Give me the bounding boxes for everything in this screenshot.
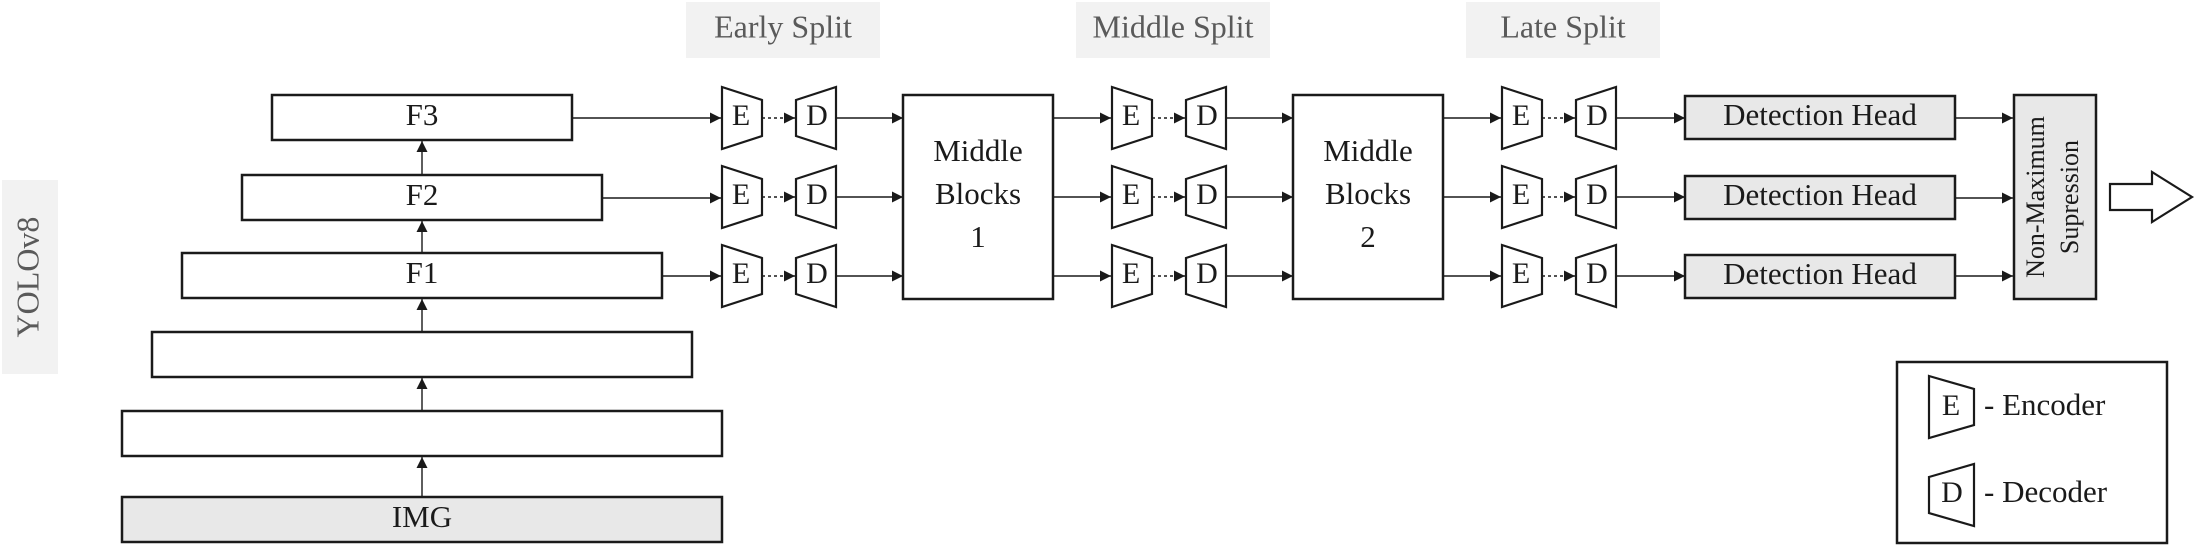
legend-encoder-glyph: E bbox=[1942, 389, 1960, 422]
encoder-icon bbox=[1500, 85, 1544, 151]
encoder-icon bbox=[1500, 164, 1544, 230]
backbone-layer-2 bbox=[150, 330, 694, 379]
f1-label: F1 bbox=[406, 255, 439, 290]
img-label: IMG bbox=[392, 499, 452, 534]
encoder-decoder-pairs: E D E D E D E D E D E D E D E D E D bbox=[720, 85, 1685, 309]
decoder-icon bbox=[1184, 164, 1228, 230]
nms-label-line-1: Non-Maximum bbox=[2021, 116, 2050, 278]
f3-label: F3 bbox=[406, 97, 439, 132]
middle-blocks-2-line-1: Middle bbox=[1323, 133, 1413, 168]
middle-blocks-1-line-1: Middle bbox=[933, 133, 1023, 168]
encoder-icon bbox=[1110, 164, 1154, 230]
detection-heads: Detection Head Detection Head Detection … bbox=[1683, 94, 2013, 300]
backbone-layer-1 bbox=[120, 409, 724, 458]
middle-split-label: Middle Split bbox=[1093, 8, 1254, 44]
img-block bbox=[120, 495, 724, 544]
encoder-glyph: E bbox=[1512, 178, 1530, 211]
encoder-icon bbox=[720, 164, 764, 230]
middle-split-tag: Middle Split bbox=[1076, 2, 1270, 58]
decoder-glyph: D bbox=[806, 257, 828, 290]
encoder-glyph: E bbox=[1122, 178, 1140, 211]
output-arrow-icon bbox=[2108, 170, 2195, 224]
backbone: IMG F1 F2 F3 bbox=[120, 93, 724, 544]
encoder-glyph: E bbox=[1512, 257, 1530, 290]
nms-block: Non-Maximum Supression bbox=[2012, 93, 2098, 301]
nms-label-line-2: Supression bbox=[2055, 140, 2084, 254]
middle-blocks-1: Middle Blocks 1 bbox=[901, 93, 1055, 301]
decoder-icon bbox=[1574, 85, 1618, 151]
decoder-icon bbox=[1184, 243, 1228, 309]
late-split-tag: Late Split bbox=[1466, 2, 1660, 58]
legend-decoder-text: - Decoder bbox=[1984, 474, 2108, 509]
encoder-icon bbox=[1110, 85, 1154, 151]
decoder-glyph: D bbox=[1196, 178, 1218, 211]
encoder-glyph: E bbox=[732, 257, 750, 290]
middle-blocks-1-line-3: 1 bbox=[970, 219, 986, 254]
detection-head-2 bbox=[1683, 174, 1957, 221]
decoder-glyph: D bbox=[806, 99, 828, 132]
decoder-glyph: D bbox=[1586, 178, 1608, 211]
encoder-icon bbox=[1110, 243, 1154, 309]
decoder-glyph: D bbox=[806, 178, 828, 211]
middle-blocks-2: Middle Blocks 2 bbox=[1291, 93, 1445, 301]
encoder-glyph: E bbox=[732, 178, 750, 211]
early-split-label: Early Split bbox=[714, 8, 852, 44]
detection-head-2-label: Detection Head bbox=[1723, 177, 1917, 212]
detection-head-1 bbox=[1683, 94, 1957, 141]
encoder-glyph: E bbox=[1512, 99, 1530, 132]
late-split-label: Late Split bbox=[1500, 8, 1625, 44]
model-label: YOLOv8 bbox=[9, 217, 45, 338]
f2-label: F2 bbox=[406, 177, 439, 212]
decoder-icon bbox=[1574, 164, 1618, 230]
decoder-icon bbox=[794, 243, 838, 309]
encoder-icon bbox=[720, 85, 764, 151]
model-tag: YOLOv8 bbox=[2, 180, 58, 374]
decoder-icon bbox=[794, 164, 838, 230]
early-split-tag: Early Split bbox=[686, 2, 880, 58]
decoder-glyph: D bbox=[1586, 99, 1608, 132]
f3-block bbox=[270, 93, 574, 142]
middle-blocks-2-line-3: 2 bbox=[1360, 219, 1376, 254]
encoder-icon bbox=[1500, 243, 1544, 309]
legend-decoder-glyph: D bbox=[1941, 476, 1963, 509]
decoder-glyph: D bbox=[1196, 99, 1218, 132]
legend-encoder-text: - Encoder bbox=[1984, 387, 2106, 422]
encoder-glyph: E bbox=[732, 99, 750, 132]
decoder-icon bbox=[1574, 243, 1618, 309]
detection-head-1-label: Detection Head bbox=[1723, 97, 1917, 132]
legend-encoder-icon bbox=[1927, 374, 1976, 440]
encoder-glyph: E bbox=[1122, 257, 1140, 290]
middle-blocks-1-line-2: Blocks bbox=[935, 176, 1021, 211]
encoder-icon bbox=[720, 243, 764, 309]
decoder-icon bbox=[794, 85, 838, 151]
decoder-glyph: D bbox=[1586, 257, 1608, 290]
legend-decoder-icon bbox=[1927, 462, 1976, 528]
encoder-glyph: E bbox=[1122, 99, 1140, 132]
decoder-glyph: D bbox=[1196, 257, 1218, 290]
legend: E - Encoder D - Decoder bbox=[1895, 360, 2169, 545]
middle-blocks-2-line-2: Blocks bbox=[1325, 176, 1411, 211]
detection-head-3-label: Detection Head bbox=[1723, 256, 1917, 291]
decoder-icon bbox=[1184, 85, 1228, 151]
